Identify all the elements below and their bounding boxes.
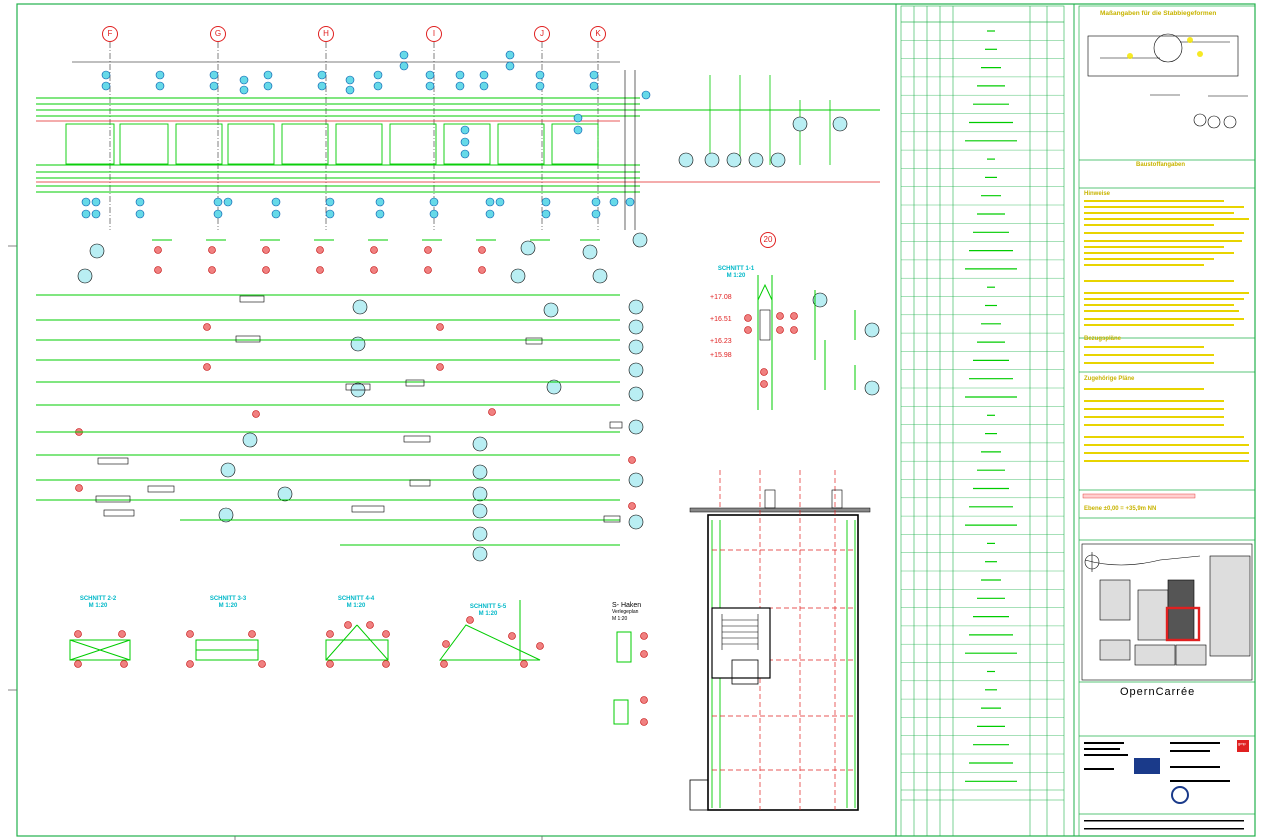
axis-label-f: F [102,26,118,42]
level-note: Ebene ±0,00 = +35,9m NN [1084,506,1157,512]
axis-label-i: I [426,26,442,42]
title-block [1078,5,1256,837]
schnitt-1-1-detail [757,275,856,410]
red-markers [75,246,636,510]
notes-header: Hinweise [1084,191,1111,197]
site-plan [1081,543,1253,681]
section-title-text: SCHNITT 5-5 [469,604,507,610]
s-haken-subtitle: Verlegeplan [612,609,639,615]
section-title-text: SCHNITT 4-4 [337,596,375,602]
beam-plan [36,42,880,230]
position-markers [81,50,651,219]
elevation-label: +15.98 [710,352,732,359]
section-scale-text: M 1:20 [478,611,498,617]
notes-lines [1084,200,1249,462]
elevation-label: +17.08 [710,294,732,301]
s-haken-detail [613,631,632,725]
s-haken-label: S- Haken Verlegeplan M 1:20 [612,602,641,623]
axis-label-j: J [534,26,550,42]
large-markers [77,116,880,562]
schnitt-1-1-scale: M 1:20 [726,273,746,279]
section-scale-text: M 1:20 [218,603,238,609]
s-haken-title: S- Haken [612,602,642,609]
rebar-bar-list [36,294,620,546]
detail-marker-20: 20 [760,232,776,248]
section-title-text: SCHNITT 2-2 [79,596,117,602]
wall-elevation [689,470,871,811]
rebar-schedule-table [900,5,1065,837]
project-location-marker [1165,606,1201,642]
company-logos [1134,740,1249,804]
bending-shape-sketches [1087,33,1248,129]
schnitt-1-1-label: SCHNITT 1-1 M 1:20 [706,266,766,280]
section-scale-text: M 1:20 [346,603,366,609]
concrete-data-header: Baustoffangaben [1136,162,1186,168]
schnitt-1-1-title: SCHNITT 1-1 [717,266,755,272]
gmp-logo: gmp [1238,741,1246,746]
project-title: OpernCarrée [1120,686,1196,698]
schedule-rows [901,21,1064,773]
section-scale-text: M 1:20 [88,603,108,609]
axis-label-k: K [590,26,606,42]
schedule-bar-shapes [965,30,1017,782]
elevation-label: +16.23 [710,338,732,345]
reference-plans-header: Bezugspläne [1084,336,1122,342]
related-plans-header: Zugehörige Pläne [1084,376,1135,382]
axis-label-h: H [318,26,334,42]
bar-dimension-boxes [95,295,623,523]
section-details [69,600,541,661]
axis-label-g: G [210,26,226,42]
elevation-label: +16.51 [710,316,732,323]
s-haken-scale: M 1:20 [612,616,628,622]
section-title-text: SCHNITT 3-3 [209,596,247,602]
bending-shapes-header: Maßangaben für die Stabbiegeformen [1100,10,1217,17]
